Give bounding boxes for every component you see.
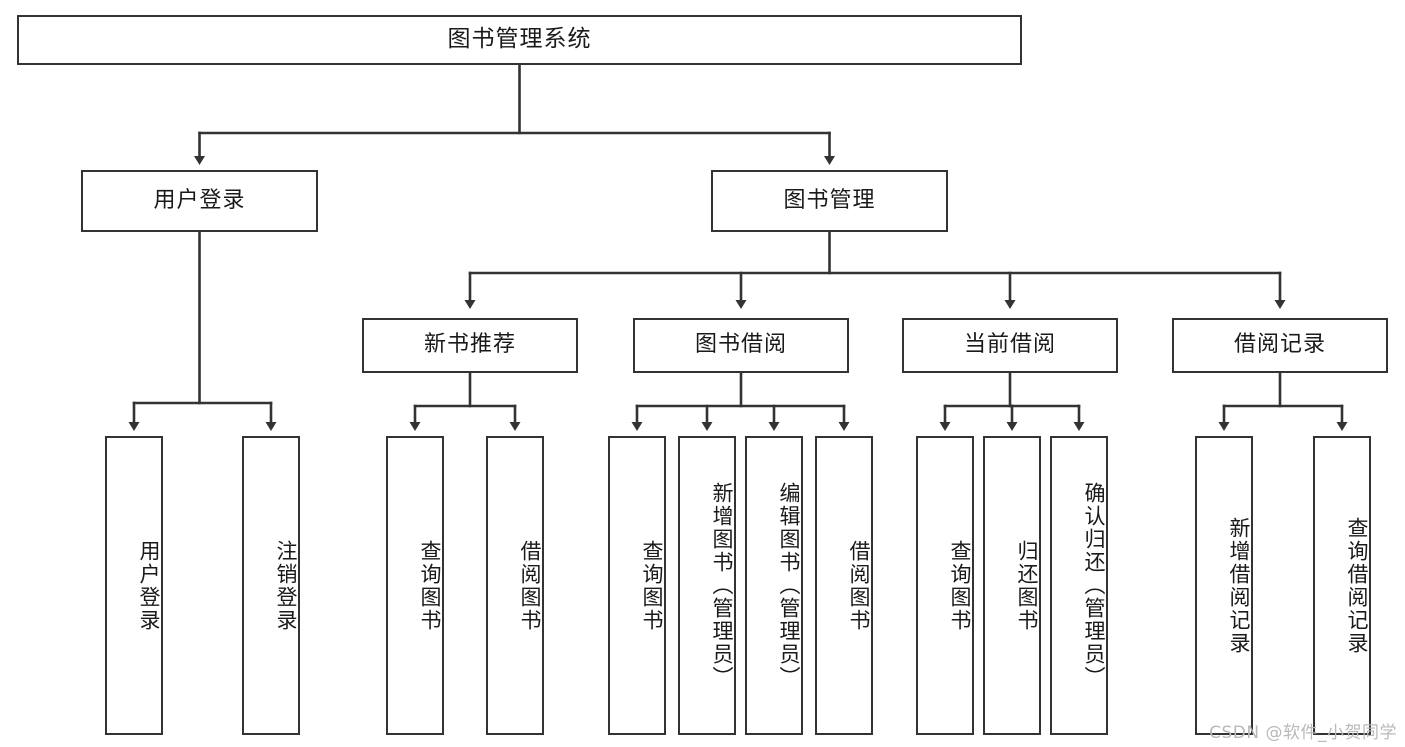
node-leaf-user-login[interactable]: 用户登录 xyxy=(105,436,163,735)
node-leaf-edit-book[interactable]: 编辑图书（管理员） xyxy=(745,436,803,735)
node-leaf-query-record-label: 查询借阅记录 xyxy=(1345,516,1369,655)
node-leaf-add-book-label: 新增图书（管理员） xyxy=(710,482,734,689)
node-leaf-user-logout[interactable]: 注销登录 xyxy=(242,436,300,735)
node-leaf-query-book-current[interactable]: 查询图书 xyxy=(916,436,974,735)
node-user-login-label: 用户登录 xyxy=(153,187,246,213)
node-borrow-record-label: 借阅记录 xyxy=(1233,332,1326,358)
node-leaf-edit-book-label: 编辑图书（管理员） xyxy=(777,482,801,689)
node-book-borrow[interactable]: 图书借阅 xyxy=(633,318,849,373)
node-leaf-add-record[interactable]: 新增借阅记录 xyxy=(1195,436,1253,735)
node-leaf-borrow-book[interactable]: 借阅图书 xyxy=(815,436,873,735)
node-new-book-rec[interactable]: 新书推荐 xyxy=(362,318,578,373)
node-leaf-confirm-return[interactable]: 确认归还（管理员） xyxy=(1050,436,1108,735)
node-leaf-add-record-label: 新增借阅记录 xyxy=(1227,516,1251,655)
node-root[interactable]: 图书管理系统 xyxy=(17,15,1022,65)
node-leaf-confirm-return-label: 确认归还（管理员） xyxy=(1082,482,1106,689)
node-leaf-query-book-current-label: 查询图书 xyxy=(948,539,972,632)
node-root-label: 图书管理系统 xyxy=(447,26,592,53)
node-book-manage[interactable]: 图书管理 xyxy=(711,170,948,232)
watermark: CSDN @软件_小贺同学 xyxy=(1209,723,1397,743)
node-user-login[interactable]: 用户登录 xyxy=(81,170,318,232)
node-leaf-borrow-book-rec[interactable]: 借阅图书 xyxy=(486,436,544,735)
node-leaf-borrow-book-label: 借阅图书 xyxy=(847,539,871,632)
node-leaf-return-book[interactable]: 归还图书 xyxy=(983,436,1041,735)
node-borrow-record[interactable]: 借阅记录 xyxy=(1172,318,1388,373)
node-leaf-add-book[interactable]: 新增图书（管理员） xyxy=(678,436,736,735)
node-current-borrow[interactable]: 当前借阅 xyxy=(902,318,1118,373)
node-leaf-query-book-rec[interactable]: 查询图书 xyxy=(386,436,444,735)
node-leaf-borrow-book-rec-label: 借阅图书 xyxy=(518,539,542,632)
node-book-borrow-label: 图书借阅 xyxy=(694,332,787,358)
node-current-borrow-label: 当前借阅 xyxy=(963,332,1056,358)
node-leaf-query-record[interactable]: 查询借阅记录 xyxy=(1313,436,1371,735)
node-new-book-rec-label: 新书推荐 xyxy=(423,332,516,358)
node-book-manage-label: 图书管理 xyxy=(783,187,876,213)
node-leaf-return-book-label: 归还图书 xyxy=(1015,539,1039,632)
node-leaf-query-book-rec-label: 查询图书 xyxy=(418,539,442,632)
node-leaf-user-logout-label: 注销登录 xyxy=(274,539,298,632)
node-leaf-user-login-label: 用户登录 xyxy=(137,539,161,632)
node-leaf-query-book-borrow[interactable]: 查询图书 xyxy=(608,436,666,735)
node-leaf-query-book-borrow-label: 查询图书 xyxy=(640,539,664,632)
